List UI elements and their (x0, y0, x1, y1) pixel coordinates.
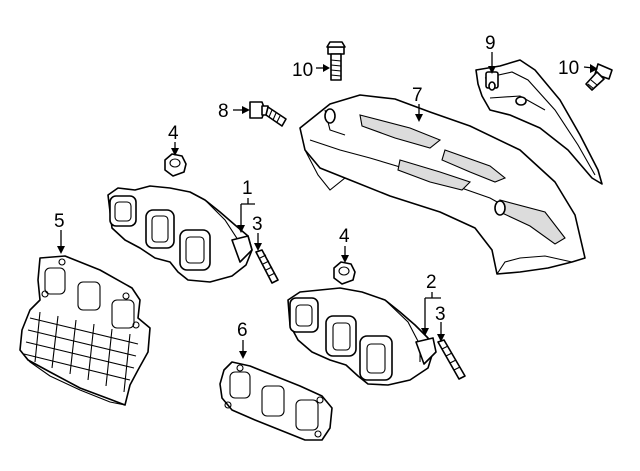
nut-part-4-upper[interactable] (164, 153, 187, 177)
stud-part-3-upper[interactable] (255, 249, 279, 284)
nut-part-4-lower[interactable] (333, 261, 356, 285)
callout-1: 1 (242, 178, 253, 199)
callout-4-lower: 4 (339, 226, 350, 247)
callout-10-right: 10 (558, 58, 579, 79)
callout-7: 7 (412, 85, 423, 106)
callout-labels: 10 10 8 9 7 4 4 5 6 1 3 2 3 (54, 33, 579, 341)
stud-part-3-lower[interactable] (437, 339, 466, 380)
bolt-part-10-right[interactable] (585, 63, 613, 91)
callout-4-upper: 4 (168, 123, 179, 144)
bolt-part-8[interactable] (249, 101, 287, 127)
gasket-shield-part-5[interactable] (19, 255, 151, 406)
gasket-part-6[interactable] (219, 361, 333, 441)
heat-shield-part-7[interactable] (299, 94, 586, 275)
callout-3-lower: 3 (435, 304, 446, 325)
leader-lines (57, 52, 598, 359)
callout-2: 2 (426, 272, 437, 293)
exhaust-manifold-part-1[interactable] (107, 185, 253, 283)
callout-6: 6 (237, 320, 248, 341)
callout-5: 5 (54, 211, 65, 232)
callout-8: 8 (218, 101, 229, 122)
callout-9: 9 (485, 33, 496, 54)
callout-3-upper: 3 (252, 214, 263, 235)
bracket-part-9[interactable] (475, 59, 603, 185)
exhaust-manifold-part-2[interactable] (287, 287, 437, 386)
callout-10-top: 10 (292, 60, 313, 81)
bolt-part-10-top[interactable] (326, 41, 346, 81)
